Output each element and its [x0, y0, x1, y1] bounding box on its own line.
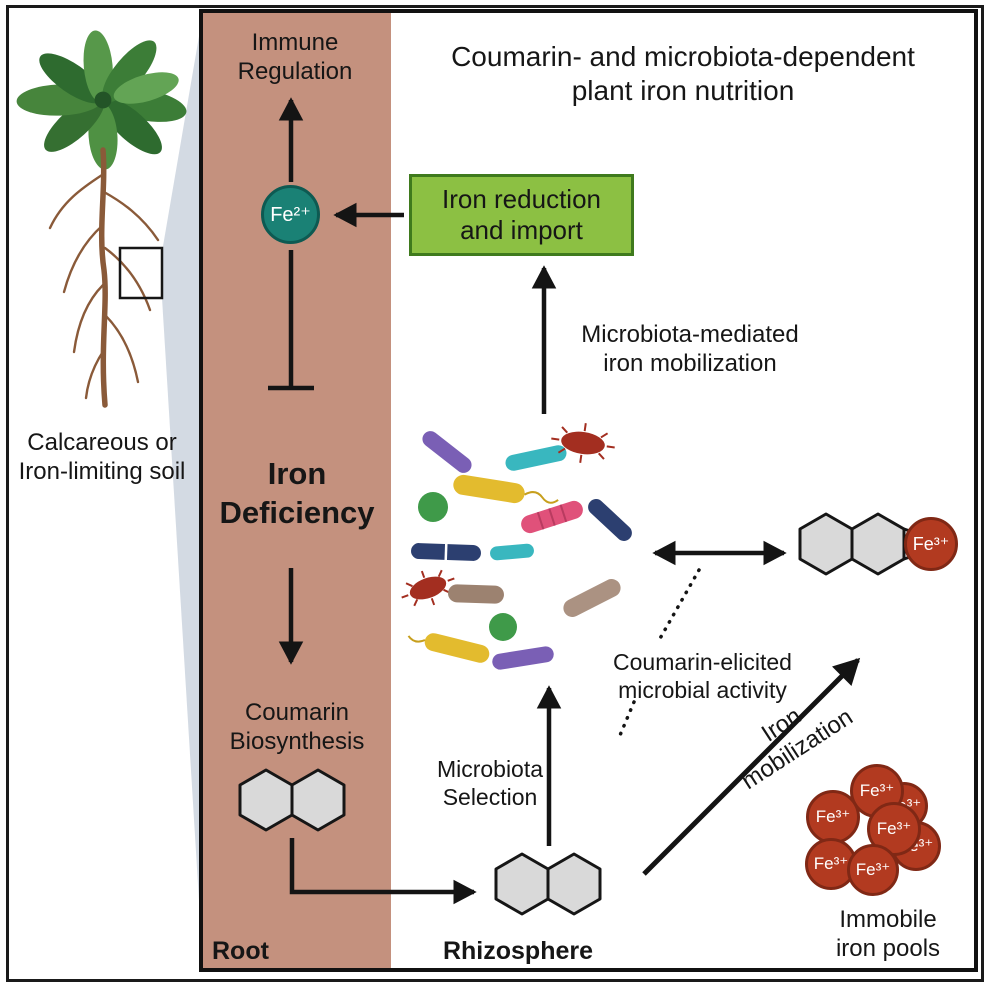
- immune-regulation-label: Immune Regulation: [237, 29, 353, 86]
- iron-reduction-import-box: Iron reduction and import: [409, 174, 634, 256]
- figure-title: Coumarin- and microbiota-dependent plant…: [451, 41, 915, 107]
- root-section-label: Root: [212, 937, 269, 965]
- microbiota-mediated-label: Microbiota-mediated iron mobilization: [581, 321, 799, 378]
- rhizosphere-section-label: Rhizosphere: [442, 937, 594, 965]
- iron-deficiency-label: Iron Deficiency: [219, 456, 375, 530]
- outer-border: [6, 5, 984, 982]
- microbiota-selection-label: Microbiota Selection: [436, 756, 544, 811]
- fe2-badge: Fe²⁺: [261, 185, 320, 244]
- diagram-border: [199, 9, 978, 972]
- immobile-iron-pools-label: Immobile iron pools: [835, 906, 941, 963]
- coumarin-biosynthesis-label: Coumarin Biosynthesis: [229, 699, 365, 756]
